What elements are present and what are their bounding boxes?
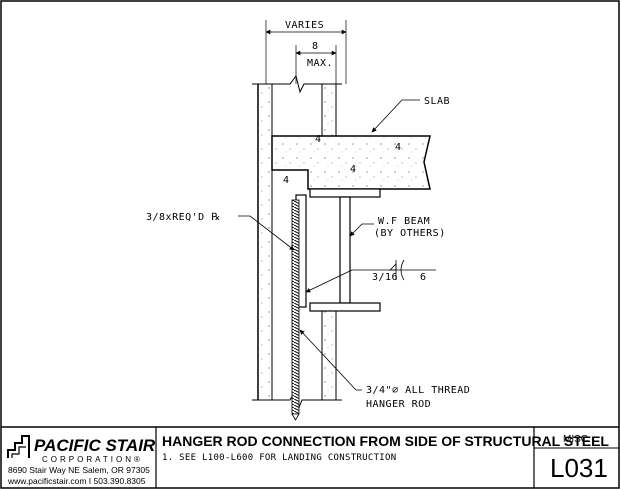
break-line-top (252, 74, 342, 94)
pacific-stair-logo (7, 435, 30, 458)
slab (271, 135, 431, 190)
right-wall-lower (321, 309, 337, 401)
weld-size-label: 3/16 (372, 272, 398, 283)
dim-8-label: 8 (312, 41, 319, 52)
company-contact: www.pacificstair.com I 503.390.8305 (7, 476, 146, 486)
right-wall-upper (321, 83, 337, 137)
beam-label-line2: (BY OTHERS) (374, 228, 446, 239)
slab-label: SLAB (424, 96, 450, 107)
drawing-title: HANGER ROD CONNECTION FROM SIDE OF STRUC… (162, 433, 609, 449)
plate-label: 3/8xREQ'D ℞ (146, 212, 221, 223)
weld-length-label: 6 (420, 272, 427, 283)
svg-text:4: 4 (283, 175, 290, 186)
logo-main-text: PACIFIC STAIR (34, 436, 156, 455)
dim-varies-label: VARIES (285, 20, 324, 31)
svg-text:4: 4 (395, 142, 402, 153)
svg-text:4: 4 (315, 134, 322, 145)
title-block: PACIFIC STAIR CORPORATION® 8690 Stair Wa… (1, 426, 619, 488)
weld-symbol: 3/16 6 (305, 259, 436, 293)
company-address: 8690 Stair Way NE Salem, OR 97305 (8, 465, 150, 475)
logo-sub-text: CORPORATION® (42, 455, 143, 464)
rod-label-line1: 3/4"⌀ ALL THREAD (366, 385, 470, 396)
left-wall (257, 83, 273, 401)
drawing-note: 1. SEE L100-L600 FOR LANDING CONSTRUCTIO… (162, 453, 396, 463)
dim-max-label: MAX. (307, 58, 333, 69)
rod-label-line2: HANGER ROD (366, 399, 431, 410)
hanger-rod (291, 199, 300, 415)
svg-text:4: 4 (350, 164, 357, 175)
drawing-category: MISC. (563, 434, 591, 445)
wf-beam (309, 188, 381, 312)
drawing-number: L031 (550, 453, 608, 483)
beam-label-line1: W.F BEAM (378, 216, 430, 227)
detail-drawing: 4 4 4 4 VARIES 8 MAX. SLAB 3/8xREQ'D ℞ (146, 20, 470, 421)
